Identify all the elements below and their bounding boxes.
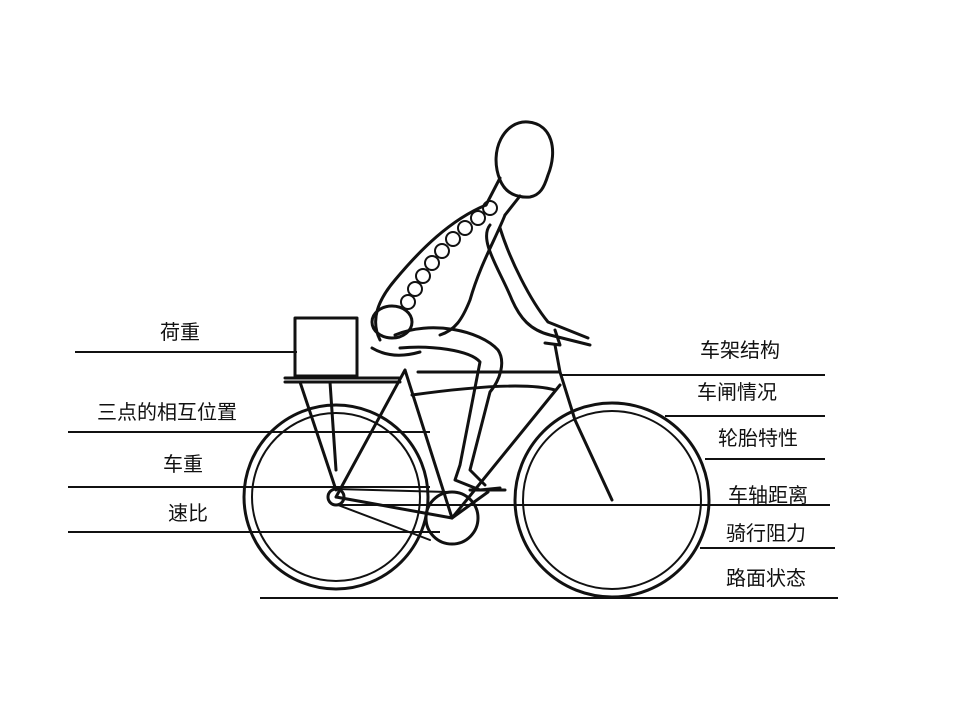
front-wheel [513,401,711,599]
bike-frame [334,343,614,520]
label-frame-structure: 车架结构 [700,338,780,362]
handlebar [543,328,562,347]
load-box [293,316,359,378]
rider-arm [485,223,592,347]
label-bike-weight: 车重 [163,452,203,476]
label-wheelbase: 车轴距离 [728,483,808,507]
rear-wheel [242,403,430,591]
label-gear-ratio: 速比 [168,501,208,525]
rear-rack [283,376,402,492]
saddle [370,346,422,357]
label-tire-characteristics: 轮胎特性 [718,426,798,450]
rider-torso [374,203,507,342]
label-load: 荷重 [160,320,200,344]
chainring [424,490,480,546]
label-brake-condition: 车闸情况 [697,380,777,404]
rider-head [494,120,555,199]
bicycle-illustration [242,316,711,599]
rider-skeleton-illustration [370,120,592,492]
label-riding-resistance: 骑行阻力 [726,521,806,545]
label-road-condition: 路面状态 [726,566,806,590]
rider-spine [400,200,498,310]
rider-pelvis [370,304,414,340]
rider-leg [393,326,504,492]
label-three-point-position: 三点的相互位置 [97,400,237,424]
